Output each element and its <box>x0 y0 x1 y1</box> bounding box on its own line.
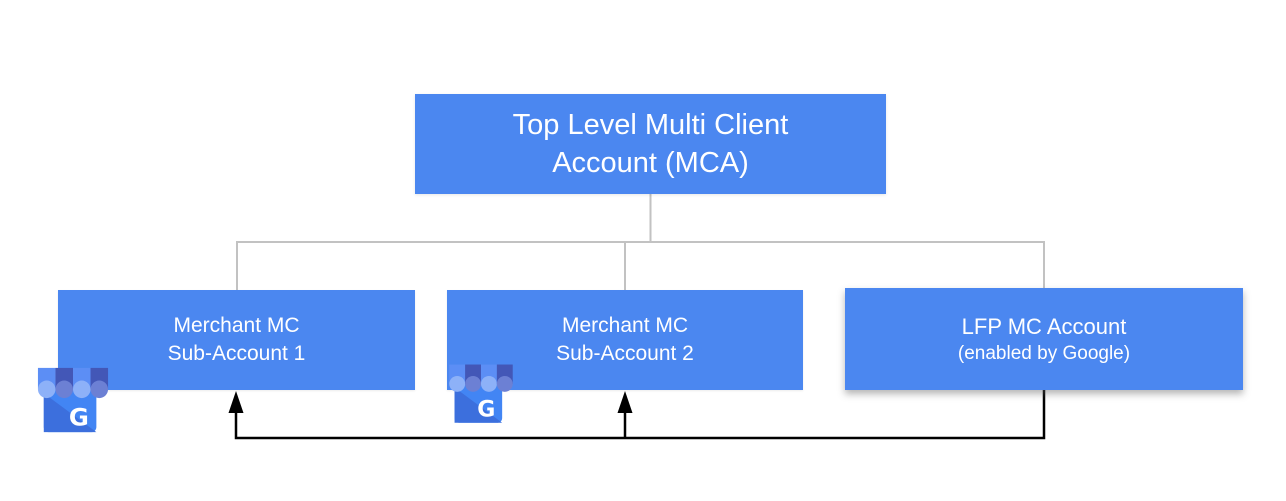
storefront-icon: G <box>449 364 513 423</box>
node-label: Merchant MC <box>561 314 689 338</box>
storefront-icon: G <box>37 367 109 433</box>
arrowhead-icon <box>617 391 633 413</box>
node-label: Sub-Account 2 <box>556 342 694 365</box>
node-top-level-mca: Top Level Multi Client Account (MCA) <box>415 94 886 194</box>
data-flow-arrows <box>228 390 1046 440</box>
google-g-letter: G <box>69 402 89 431</box>
node-label: Sub-Account 1 <box>167 342 306 365</box>
google-my-business-icon: G <box>37 367 109 433</box>
node-lfp-mc-account: LFP MC Account (enabled by Google) <box>845 288 1243 390</box>
tree-connector-lines <box>236 194 1045 290</box>
node-label: LFP MC Account <box>961 313 1127 339</box>
node-label: (enabled by Google) <box>957 342 1131 364</box>
arrowhead-icon <box>228 391 244 413</box>
node-label: Top Level Multi Client <box>512 108 789 141</box>
node-merchant-sub-account-1: Merchant MC Sub-Account 1 <box>58 290 415 390</box>
node-label: Merchant MC <box>173 314 300 338</box>
google-my-business-icon: G <box>449 364 513 423</box>
node-merchant-sub-account-2: Merchant MC Sub-Account 2 <box>447 290 803 390</box>
node-label: Account (MCA) <box>552 147 749 179</box>
google-g-letter: G <box>477 398 495 423</box>
